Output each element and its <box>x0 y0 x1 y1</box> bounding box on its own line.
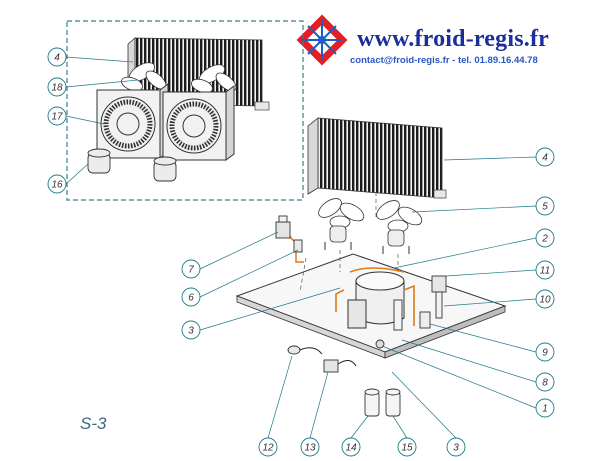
svg-text:3: 3 <box>188 326 194 337</box>
svg-text:14: 14 <box>345 443 357 454</box>
receiver <box>431 275 447 319</box>
callout-15: 15 <box>397 437 417 457</box>
capacitors <box>364 388 401 417</box>
condenser <box>307 117 447 199</box>
svg-text:16: 16 <box>51 180 63 191</box>
callout-3-left: 3 <box>181 320 201 340</box>
callout-11: 11 <box>535 260 555 280</box>
diagram-code: S-3 <box>80 414 107 433</box>
callout-16: 16 <box>47 174 67 194</box>
compressor <box>335 271 415 329</box>
callout-10: 10 <box>535 289 555 309</box>
leader-lines <box>65 56 537 439</box>
svg-text:12: 12 <box>262 443 274 454</box>
callout-14: 14 <box>341 437 361 457</box>
callout-2: 2 <box>535 228 555 248</box>
grommet <box>375 339 385 349</box>
svg-text:10: 10 <box>539 295 551 306</box>
callout-9: 9 <box>535 342 555 362</box>
condenser-fans <box>318 198 423 254</box>
svg-text:18: 18 <box>51 83 63 94</box>
svg-text:17: 17 <box>51 112 63 123</box>
cable-gland <box>287 345 323 355</box>
callout-7: 7 <box>181 259 201 279</box>
callout-13: 13 <box>300 437 320 457</box>
callout-6: 6 <box>181 287 201 307</box>
callout-1: 1 <box>535 398 555 418</box>
svg-text:3: 3 <box>453 443 459 454</box>
snowflake-logo-icon <box>296 14 348 66</box>
svg-text:6: 6 <box>188 293 194 304</box>
callout-5: 5 <box>535 196 555 216</box>
svg-text:9: 9 <box>542 348 548 359</box>
callout-12: 12 <box>258 437 278 457</box>
callout-18: 18 <box>47 77 67 97</box>
callout-4-inset: 4 <box>47 47 67 67</box>
inset-callouts: 4 18 17 16 <box>47 47 67 194</box>
callout-3-bottom: 3 <box>446 437 466 457</box>
callout-4: 4 <box>535 147 555 167</box>
svg-text:5: 5 <box>542 202 548 213</box>
filter-drier <box>393 299 431 331</box>
svg-text:4: 4 <box>54 53 60 64</box>
alignment-lines <box>299 192 399 293</box>
svg-text:4: 4 <box>542 153 548 164</box>
callout-8: 8 <box>535 372 555 392</box>
svg-text:11: 11 <box>540 266 550 277</box>
svg-text:8: 8 <box>542 378 548 389</box>
svg-text:1: 1 <box>542 404 548 415</box>
svg-text:2: 2 <box>541 234 548 245</box>
svg-text:15: 15 <box>401 443 413 454</box>
valve <box>293 239 303 253</box>
inset-view <box>66 20 304 201</box>
callouts: 4 5 2 11 10 9 8 1 3 15 14 13 12 3 6 7 <box>181 147 555 457</box>
site-url[interactable]: www.froid-regis.fr <box>357 26 550 52</box>
relay <box>323 359 357 373</box>
pressure-switch <box>275 215 291 239</box>
callout-17: 17 <box>47 106 67 126</box>
svg-text:13: 13 <box>304 443 316 454</box>
svg-text:7: 7 <box>188 265 194 276</box>
contact-info: contact@froid-regis.fr - tel. 01.89.16.4… <box>350 55 538 66</box>
